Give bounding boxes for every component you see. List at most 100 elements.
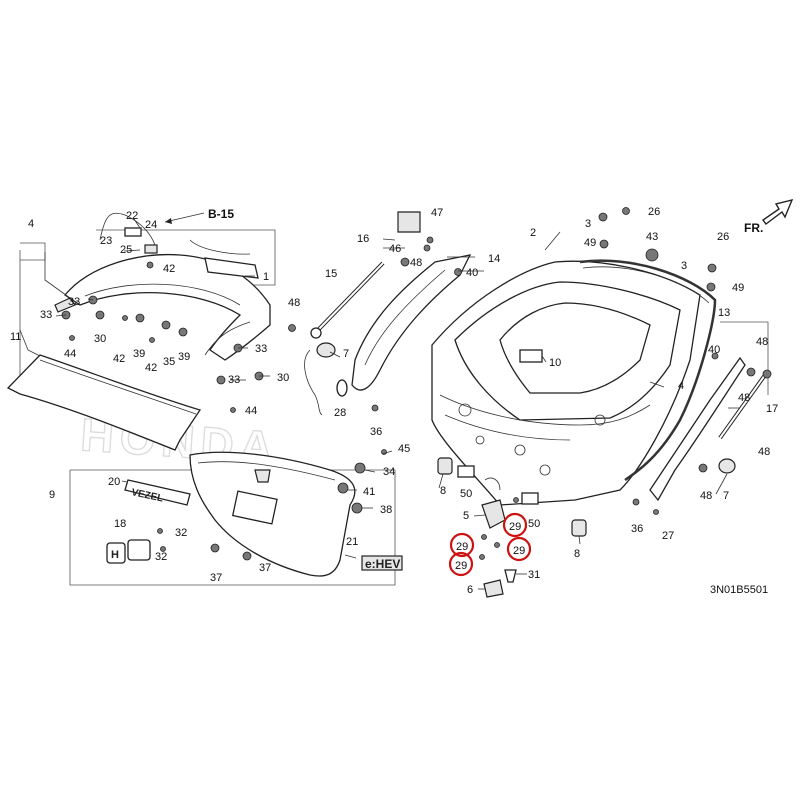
washer-hose (304, 349, 323, 416)
part-label-11: 11 (10, 331, 21, 343)
section-ref-label: B-15 (208, 207, 234, 221)
part-label-25: 25 (120, 244, 132, 256)
part-label-20: 20 (108, 476, 120, 488)
fasteners (61, 207, 772, 561)
part-label-5: 5 (463, 510, 469, 522)
svg-text:H: H (111, 549, 119, 561)
part-label-49: 49 (732, 282, 744, 294)
part-label-14: 14 (488, 253, 500, 265)
rear-spoiler (54, 253, 271, 361)
part-label-48: 48 (410, 257, 422, 269)
part-label-33: 33 (255, 343, 267, 355)
part-label-41: 41 (363, 486, 375, 498)
part-label-30: 30 (94, 333, 106, 345)
part-label-30: 30 (277, 372, 289, 384)
part-label-32: 32 (175, 527, 187, 539)
part-label-33: 33 (40, 309, 52, 321)
part-label-36: 36 (370, 426, 382, 438)
honda-emblem: H (106, 539, 151, 564)
part-label-12: 4 (28, 218, 34, 230)
part-label-40: 40 (466, 267, 478, 279)
part-label-40: 40 (708, 344, 720, 356)
part-label-24: 24 (145, 219, 157, 231)
b15-arrowhead (165, 218, 172, 224)
gas-strut-right (718, 373, 767, 440)
b15-leader (164, 212, 205, 223)
license-garnish (189, 451, 356, 577)
part-label-43: 43 (646, 231, 658, 243)
part-label-44: 44 (64, 348, 76, 360)
grommet-7-left (316, 342, 336, 358)
part-label-49: 49 (584, 237, 596, 249)
group-frame-ref (96, 229, 276, 286)
part-label-27: 27 (662, 530, 674, 542)
part-label-46: 46 (389, 243, 401, 255)
part-label-42: 42 (113, 353, 125, 365)
part-label-1: 1 (263, 271, 269, 283)
part-label-29: 29 (509, 521, 521, 533)
right-hinge-bracket (649, 356, 746, 502)
part-label-37: 37 (259, 562, 271, 574)
part-label-47: 47 (431, 207, 443, 219)
part-label-13: 13 (718, 307, 730, 319)
part-label-26: 26 (648, 206, 660, 218)
part-label-8: 8 (440, 485, 446, 497)
tailgate-switch (483, 579, 504, 598)
spoiler-wiring (99, 212, 158, 254)
callout-numbers: 1233456778891011131415161718202122232425… (10, 206, 778, 596)
part-label-39: 39 (133, 348, 145, 360)
part-label-35: 35 (163, 356, 175, 368)
highlight-29 (448, 512, 532, 577)
stopper-8-left (437, 457, 453, 475)
part-label-2: 2 (530, 227, 536, 239)
part-label-39: 39 (178, 351, 190, 363)
clip-50-right (521, 492, 539, 505)
part-label-3: 3 (681, 260, 687, 272)
bumper-28 (336, 379, 348, 397)
part-label-4: 4 (678, 380, 684, 392)
direction-arrow (762, 198, 794, 225)
part-label-3: 3 (585, 218, 591, 230)
part-label-15: 15 (325, 268, 337, 280)
tailgate-panel (431, 260, 701, 506)
svg-text:e:HEV: e:HEV (365, 557, 400, 571)
emblem-ehev: e:HEV (361, 555, 403, 571)
hinge-reinforcement (351, 211, 472, 391)
gas-strut-left (310, 261, 385, 339)
part-label-10: 10 (549, 357, 561, 369)
part-label-26: 26 (717, 231, 729, 243)
part-label-42: 42 (145, 362, 157, 374)
part-label-48: 48 (700, 490, 712, 502)
part-label-48: 48 (756, 336, 768, 348)
part-label-21: 21 (346, 536, 358, 548)
high-mount-stop-light (189, 239, 259, 279)
part-label-42: 42 (163, 263, 175, 275)
bolt-31 (504, 569, 517, 583)
part-label-48: 48 (288, 297, 300, 309)
part-label-22: 22 (126, 210, 138, 222)
part-label-37: 37 (210, 572, 222, 584)
stopper-8-right (571, 519, 587, 537)
part-label-36: 36 (631, 523, 643, 535)
part-labels: 4 (28, 218, 34, 230)
part-label-18: 18 (114, 518, 126, 530)
part-label-32: 32 (155, 551, 167, 563)
part-label-45: 45 (398, 443, 410, 455)
part-label-29: 29 (456, 541, 468, 553)
part-label-28: 28 (334, 407, 346, 419)
emblem-vezel: VEZEL (124, 479, 191, 506)
group-frame-12 (20, 242, 46, 261)
lower-garnish (6, 354, 202, 451)
part-label-50: 50 (460, 488, 472, 500)
part-label-6: 6 (467, 584, 473, 596)
part-label-34: 34 (383, 466, 395, 478)
part-label-33: 33 (68, 296, 80, 308)
weatherstrip (579, 259, 717, 482)
part-label-23: 23 (100, 235, 112, 247)
part-label-33: 33 (228, 374, 240, 386)
part-label-38: 38 (380, 504, 392, 516)
part-label-16: 16 (357, 233, 369, 245)
leader-lines (19, 218, 740, 590)
part-label-48: 48 (758, 446, 770, 458)
